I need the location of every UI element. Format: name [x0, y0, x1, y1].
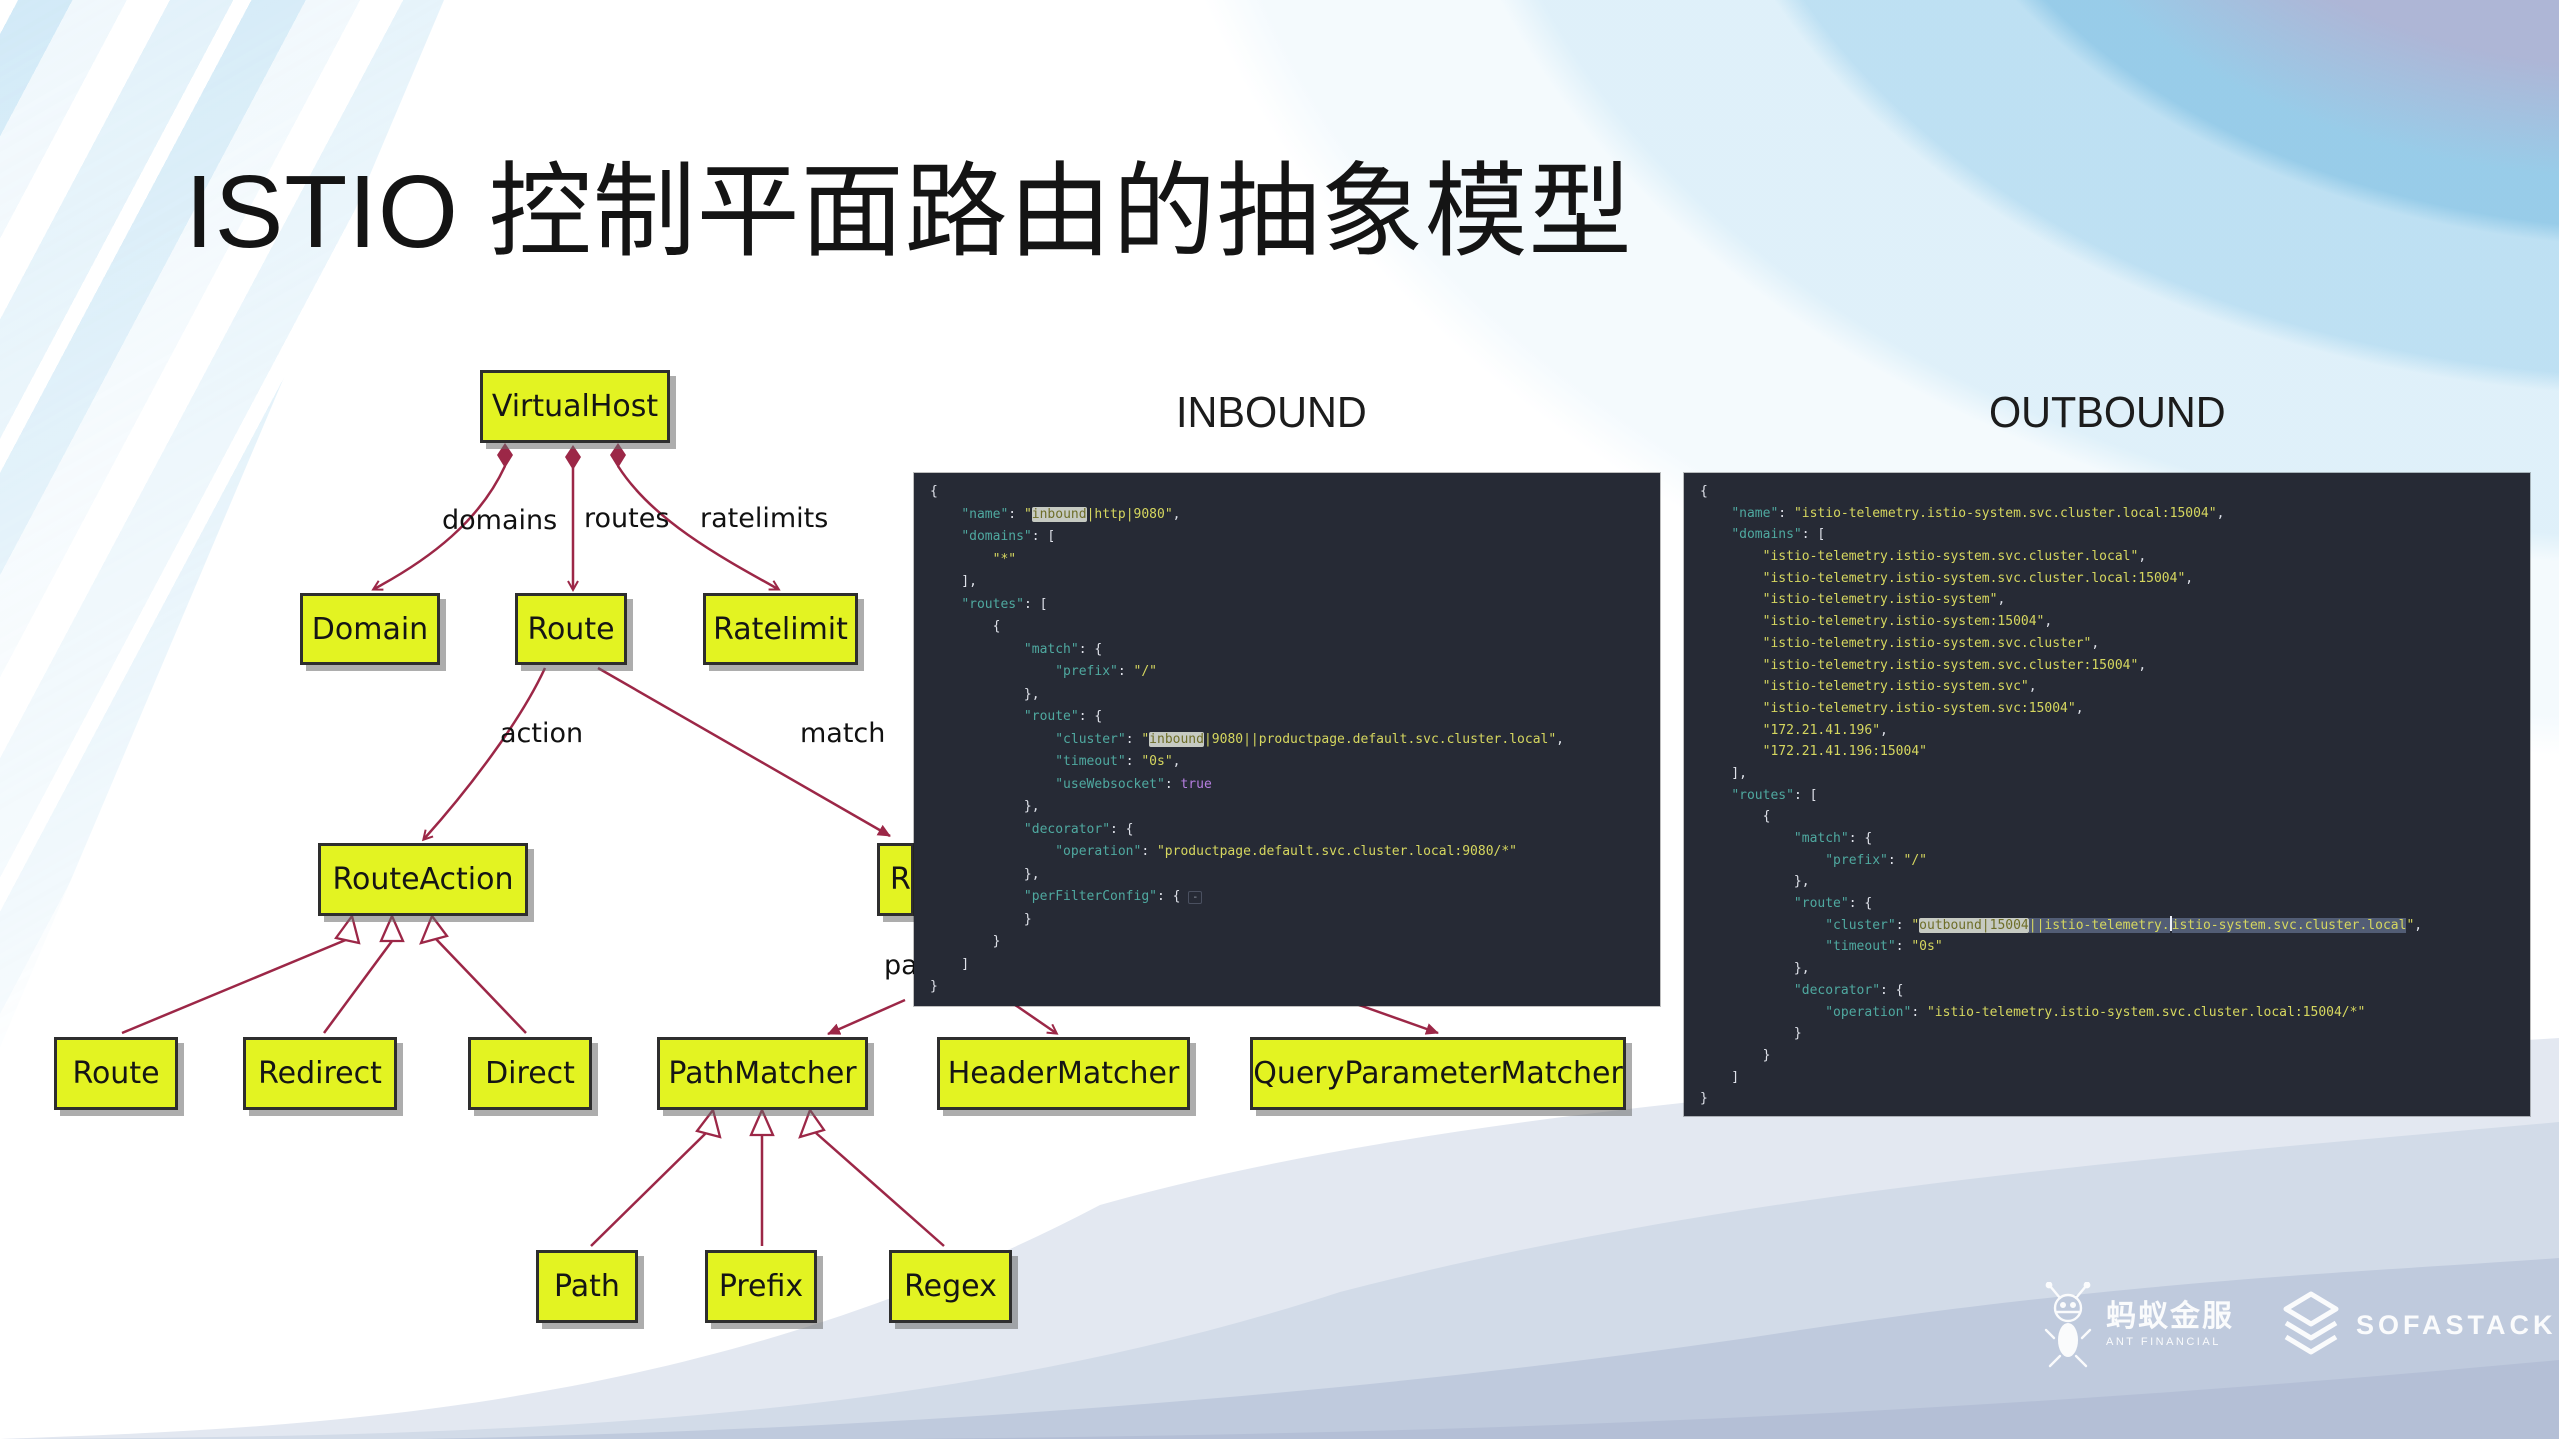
outbound-label: OUTBOUND	[1989, 388, 2226, 437]
slide-title: ISTIO 控制平面路由的抽象模型	[185, 154, 1633, 269]
uml-node-route: Route	[515, 593, 627, 665]
edge-label-path-clipped: pa	[884, 950, 918, 981]
ant-financial-subtitle: ANT FINANCIAL	[2106, 1336, 2221, 1348]
edge-label-domains: domains	[442, 505, 558, 536]
ant-financial-name: 蚂蚁金服	[2106, 1300, 2234, 1333]
uml-node-direct: Direct	[468, 1037, 592, 1110]
uml-node-path: Path	[536, 1250, 638, 1323]
ant-financial-icon	[2044, 1282, 2092, 1368]
uml-node-routeaction: RouteAction	[318, 843, 528, 916]
inbound-config-code: { "name": "inbound|http|9080", "domains"…	[914, 473, 1660, 1006]
inbound-label: INBOUND	[1176, 388, 1367, 437]
uml-node-ratelimit: Ratelimit	[703, 593, 858, 665]
background-wave-bottom	[0, 1038, 2559, 1439]
uml-node-routematch-clipped: R	[877, 843, 914, 916]
edge-label-action: action	[500, 718, 584, 749]
sofastack-icon	[2283, 1291, 2339, 1355]
uml-node-virtualhost: VirtualHost	[480, 370, 670, 443]
edge-label-ratelimits: ratelimits	[700, 503, 829, 534]
uml-node-headermatcher: HeaderMatcher	[937, 1037, 1190, 1110]
uml-node-domain: Domain	[300, 593, 440, 665]
uml-node-queryparametermatcher: QueryParameterMatcher	[1250, 1037, 1626, 1110]
edge-label-match: match	[800, 718, 886, 749]
uml-node-regex: Regex	[889, 1250, 1012, 1323]
uml-node-route-leaf: Route	[54, 1037, 178, 1110]
uml-node-pathmatcher: PathMatcher	[657, 1037, 868, 1110]
uml-node-prefix: Prefix	[705, 1250, 817, 1323]
uml-node-redirect: Redirect	[243, 1037, 397, 1110]
footer-logos: 蚂蚁金服 ANT FINANCIAL SOFASTACK	[2040, 1282, 2557, 1368]
outbound-config-code: { "name": "istio-telemetry.istio-system.…	[1684, 473, 2530, 1116]
edge-label-routes: routes	[584, 503, 670, 534]
sofastack-name: SOFASTACK	[2356, 1309, 2557, 1340]
